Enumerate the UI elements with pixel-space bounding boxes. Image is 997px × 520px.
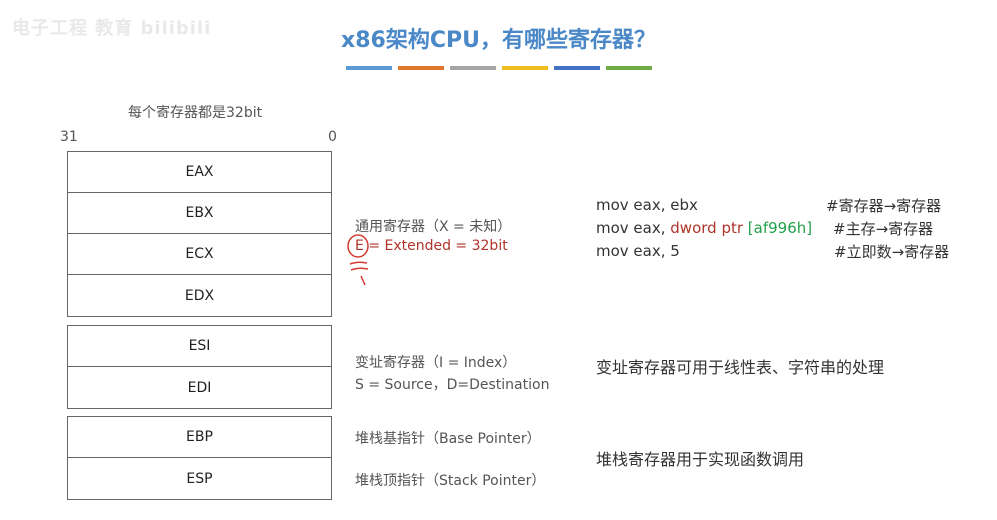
base-pointer-label: 堆栈基指针（Base Pointer） [355, 431, 541, 447]
extended-text: = Extended = 32bit [368, 238, 508, 254]
slide-title: x86架构CPU，有哪些寄存器？ [341, 28, 656, 53]
code-line-2-address: [af996h] [747, 219, 813, 237]
stack-pointer-label: 堆栈顶指针（Stack Pointer） [355, 473, 546, 489]
stack-registers-note: 堆栈寄存器用于实现函数调用 [596, 450, 805, 469]
code-line-1: mov eax, ebx [596, 196, 698, 214]
index-registers-label: 变址寄存器（I = Index） [355, 355, 517, 371]
code-line-2-size: dword ptr [670, 219, 744, 237]
index-registers-sub: S = Source，D=Destination [355, 377, 550, 393]
watermark: 电子工程 教育 bilibili [12, 18, 212, 39]
stripe-1 [346, 66, 392, 70]
underline-mark-2 [350, 267, 369, 271]
register-esi: ESI [68, 326, 331, 367]
code-comment-2: #主存→寄存器 [833, 220, 934, 238]
e-circle-mark [347, 234, 369, 258]
index-registers-note: 变址寄存器可用于线性表、字符串的处理 [596, 358, 885, 377]
code-comment-1: #寄存器→寄存器 [826, 197, 942, 215]
register-ebx: EBX [68, 193, 331, 234]
general-registers-label: 通用寄存器（X = 未知） [355, 219, 512, 235]
e-letter: E [355, 238, 364, 254]
stripe-6 [606, 66, 652, 70]
stripe-5 [554, 66, 600, 70]
extended-note: E = Extended = 32bit [355, 238, 508, 254]
bit-high-label: 31 [60, 129, 78, 145]
stack-registers-group: EBP ESP [67, 416, 332, 500]
index-registers-group: ESI EDI [67, 325, 332, 409]
stripe-4 [502, 66, 548, 70]
bit-low-label: 0 [328, 129, 337, 145]
tick-mark [360, 275, 366, 286]
register-ebp: EBP [68, 417, 331, 458]
code-line-3: mov eax, 5 [596, 242, 680, 260]
title-underline-stripes [346, 66, 652, 70]
code-line-2-instr: mov eax, [596, 219, 671, 237]
underline-mark-1 [349, 261, 368, 265]
register-width-caption: 每个寄存器都是32bit [128, 105, 263, 121]
register-eax: EAX [68, 152, 331, 193]
code-line-2: mov eax, dword ptr [af996h] [596, 219, 812, 237]
general-registers-group: EAX EBX ECX EDX [67, 151, 332, 317]
handwritten-annotation [347, 234, 369, 286]
stripe-2 [398, 66, 444, 70]
code-comment-3: #立即数→寄存器 [834, 243, 950, 261]
stripe-3 [450, 66, 496, 70]
register-ecx: ECX [68, 234, 331, 275]
register-edi: EDI [187, 379, 212, 396]
register-esp: ESP [186, 470, 213, 487]
register-edx: EDX [184, 287, 215, 304]
